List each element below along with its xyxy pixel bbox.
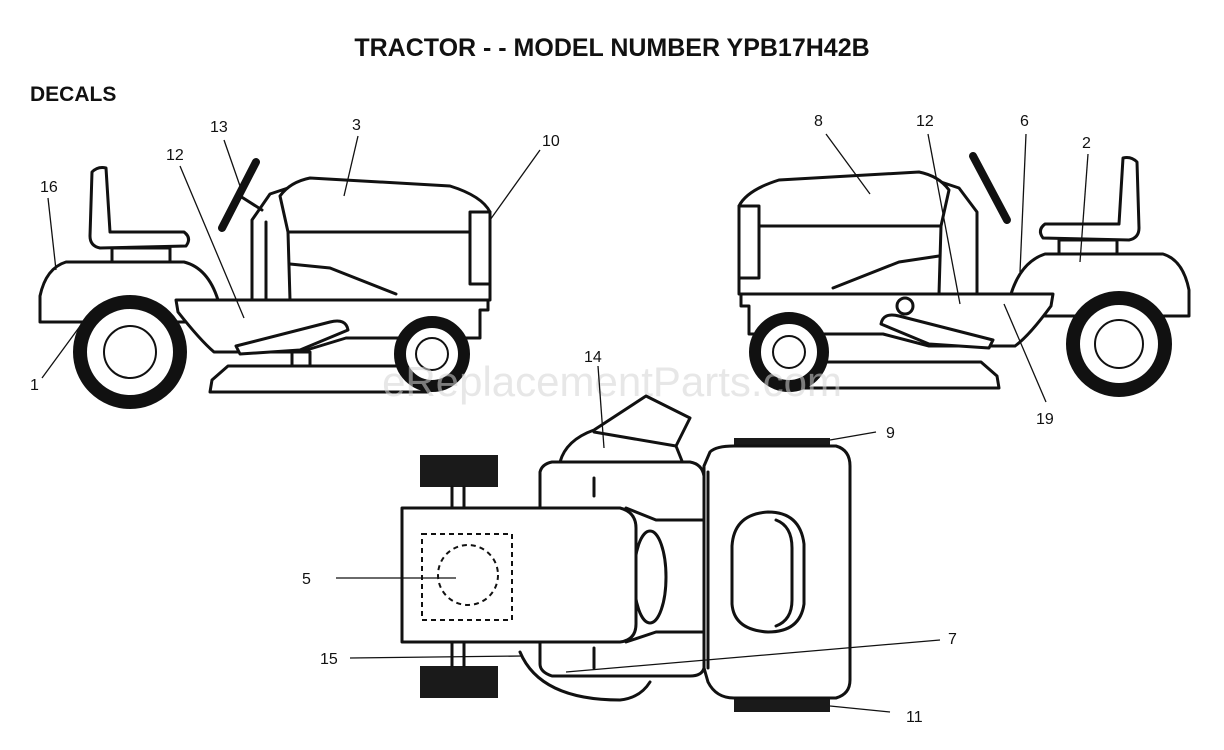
callout-2: 2 [1082,135,1091,152]
tractor-right-side-view [737,152,1191,397]
section-label-decals: DECALS [30,83,116,106]
leader-16 [47,197,57,271]
tractor-left-side-view [38,158,492,409]
callout-12-left: 12 [166,147,184,164]
grille-left [468,210,492,286]
leader-12-left [179,165,245,319]
hood-top [400,506,638,644]
callout-5: 5 [302,571,311,588]
callout-3: 3 [352,117,361,134]
leader-6 [1019,133,1027,273]
leader-3 [343,135,359,197]
hood-vent-right [831,254,941,290]
callout-6: 6 [1020,113,1029,130]
leader-19 [1003,303,1047,403]
leader-8 [825,133,871,195]
callout-1: 1 [30,377,39,394]
steering-wheel-right [969,152,1011,224]
leader-14 [597,365,605,449]
front-wheel-top-left [420,455,498,487]
front-wheel-top-right [420,666,498,698]
callout-8: 8 [814,113,823,130]
decal-outline-5 [421,533,513,621]
callout-7: 7 [948,631,957,648]
steering-wheel-top [558,394,692,468]
hood-vent-left [288,262,398,296]
leader-12-right [927,133,961,305]
lever-knob-right [895,296,915,316]
callout-15: 15 [320,651,338,668]
footrest-right [879,313,995,350]
rear-hub-right [1094,319,1144,369]
seat-support-right [1057,238,1119,256]
leader-1 [41,317,87,379]
leader-11 [829,705,891,713]
deck-mount-left [290,350,312,368]
callout-14: 14 [584,349,602,366]
callouts-top-view: 14 9 5 15 7 11 [302,349,957,726]
rear-hub-left [103,325,157,379]
page-title: TRACTOR - - MODEL NUMBER YPB17H42B [354,34,869,62]
leader-2 [1079,153,1089,263]
watermark: eReplacementParts.com [382,358,842,405]
hood-left [278,176,492,302]
callout-13: 13 [210,119,228,136]
decal-circle-5 [437,544,499,606]
rear-wheel-top-right [734,698,830,712]
front-hub-left [415,337,449,371]
dash-oval-top [632,529,668,625]
callouts-left-view: 16 1 13 12 3 10 [30,117,560,394]
side-panel-curve-top [518,650,652,702]
seat-top [730,510,806,634]
grille-right [737,204,761,280]
leader-13 [223,139,241,187]
callout-12-right: 12 [916,113,934,130]
seat-right [1038,156,1141,242]
steering-rim-top [592,430,678,448]
callout-9: 9 [886,425,895,442]
footrest-left [234,319,350,356]
tractor-top-view [400,394,852,712]
callout-10: 10 [542,133,560,150]
callout-11: 11 [906,709,923,726]
hood-right [737,170,951,296]
seat-left [88,166,191,250]
callouts-right-view: 8 12 6 2 19 [814,113,1091,428]
front-hub-right [772,335,806,369]
seat-back-top [774,518,794,628]
callout-19: 19 [1036,411,1054,428]
leader-15 [349,655,523,659]
leader-9 [829,431,877,441]
steering-shaft-left [238,194,264,212]
leader-7 [565,639,941,673]
seat-support-left [110,246,172,264]
leader-10 [489,149,541,221]
callout-16: 16 [40,179,58,196]
